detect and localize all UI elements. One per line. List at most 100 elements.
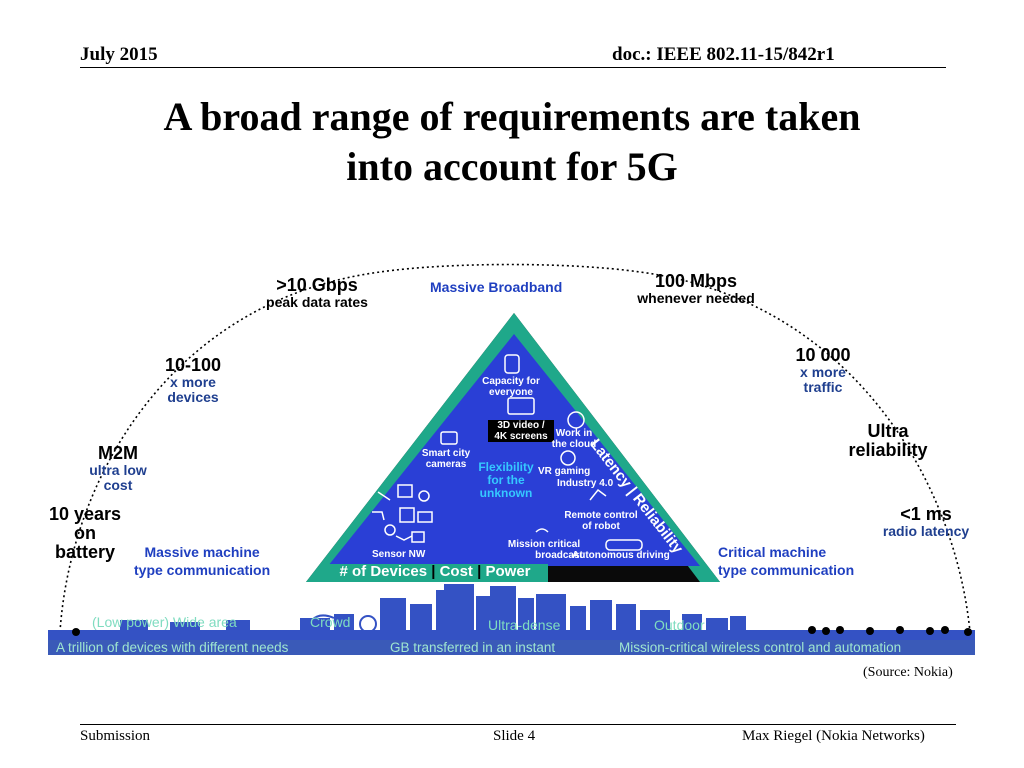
label-battery: 10 years on battery xyxy=(30,505,140,562)
label-more-devices: 10-100 x more devices xyxy=(148,356,238,405)
triangle-right-edge xyxy=(514,313,720,582)
inner-remote-control: Remote control of robot xyxy=(556,510,646,532)
label-traffic-value: 10 000 xyxy=(795,345,851,365)
airplane-icon xyxy=(395,535,413,541)
corner-massive-machine-line1: Massive machine xyxy=(144,544,260,560)
triangle-bottom-bar xyxy=(322,564,548,582)
inner-video-line1: 3D video / xyxy=(497,420,545,431)
inner-remote-line2: of robot xyxy=(582,521,620,532)
inner-work-line2: the cloud xyxy=(551,439,597,450)
label-traffic-desc-2: traffic xyxy=(803,379,843,395)
broadcast-icon xyxy=(535,528,549,533)
label-latency-desc: radio latency xyxy=(882,523,970,539)
label-m2m-desc-2: cost xyxy=(103,477,133,493)
triangle-left-edge xyxy=(306,313,514,582)
label-latency-value: <1 ms xyxy=(900,504,952,524)
inner-capacity-line1: Capacity for xyxy=(482,376,540,387)
label-m2m-desc-1: ultra low xyxy=(89,462,147,478)
inner-flex-line1: Flexibility xyxy=(478,460,534,474)
corner-massive-broadband: Massive Broadband xyxy=(430,279,563,295)
header-date: July 2015 xyxy=(80,44,158,65)
inner-smart-city: Smart city cameras xyxy=(414,448,478,470)
title-line-2: into account for 5G xyxy=(346,144,678,189)
corner-critical-machine-line1: Critical machine xyxy=(718,544,827,560)
triangle-icons xyxy=(372,354,643,551)
skyline-label-wide-area: (Low power) Wide area xyxy=(92,614,237,630)
label-mbps-value: 100 Mbps xyxy=(654,271,738,291)
inner-autonomous: Autonomous driving xyxy=(572,550,670,561)
inner-capacity-line2: everyone xyxy=(489,387,533,398)
bottom-power: Power xyxy=(485,563,531,580)
label-m2m: M2M ultra low cost xyxy=(72,444,164,493)
satellite-icon xyxy=(377,491,391,501)
footer-slide-number: Slide 4 xyxy=(493,728,536,744)
ferris-wheel-icon xyxy=(359,615,377,633)
inner-industry: Industry 4.0 xyxy=(557,478,614,489)
building-icon xyxy=(399,507,415,523)
truck-icon xyxy=(417,511,433,523)
skyline-buildings xyxy=(120,584,746,632)
label-devices-desc-2: devices xyxy=(167,389,219,405)
tag-icon xyxy=(372,511,385,521)
label-devices-value: 10-100 xyxy=(164,355,222,375)
inner-mission-line2: broadcast xyxy=(535,550,583,561)
clock-icon xyxy=(418,490,430,502)
skyline-label-outdoor: Outdoor xyxy=(654,617,705,633)
label-mbps-desc: whenever needed xyxy=(637,290,755,306)
camera-icon xyxy=(440,431,458,445)
inner-smart-line1: Smart city xyxy=(421,448,471,459)
label-latency: <1 ms radio latency xyxy=(872,505,980,539)
band-label-trillion: A trillion of devices with different nee… xyxy=(56,640,289,655)
label-reliability-line2: reliability xyxy=(848,440,928,460)
footer-submission: Submission xyxy=(80,728,151,744)
meter-icon xyxy=(411,531,425,543)
tablet-icon xyxy=(507,397,535,415)
label-m2m-value: M2M xyxy=(98,443,138,463)
inner-sensor-nw: Sensor NW xyxy=(372,549,426,560)
skyline-band xyxy=(48,640,975,655)
inner-vr-gaming: VR gaming xyxy=(538,466,591,477)
bottom-separator-2: | xyxy=(472,563,486,580)
inner-capacity: Capacity for everyone xyxy=(466,376,556,398)
inner-work-line1: Work in xyxy=(555,428,593,439)
phone-icon xyxy=(504,354,520,374)
label-reliability-line1: Ultra xyxy=(867,421,909,441)
corner-massive-machine: Massive machine type communication xyxy=(134,543,270,579)
label-ultra-reliability: Ultra reliability xyxy=(830,422,946,460)
footer-rule xyxy=(80,724,956,725)
label-100mbps: 100 Mbps whenever needed xyxy=(628,272,764,306)
inner-work-cloud: Work in the cloud xyxy=(544,428,604,450)
inner-video: 3D video / 4K screens xyxy=(488,420,554,442)
edge-label-devices-cost-power: # of Devices | Cost | Power xyxy=(322,563,548,580)
bottom-separator-1: | xyxy=(427,563,440,580)
gamepad-icon xyxy=(560,450,576,466)
skyline-label-ultra-dense: Ultra-dense xyxy=(488,617,561,633)
label-more-traffic: 10 000 x more traffic xyxy=(778,346,868,395)
requirements-arc xyxy=(59,263,971,633)
bottom-devices: # of Devices xyxy=(339,563,428,580)
source-note: (Source: Nokia) xyxy=(863,665,953,680)
label-battery-line1: 10 years xyxy=(48,504,122,524)
band-label-gb: GB transferred in an instant xyxy=(390,640,556,655)
title-line-1: A broad range of requirements are taken xyxy=(163,94,861,139)
inner-flexibility: Flexibility for the unknown xyxy=(466,461,546,500)
corner-massive-machine-line2: type communication xyxy=(134,562,271,578)
header-rule xyxy=(80,67,946,68)
label-peak-desc: peak data rates xyxy=(266,294,368,310)
label-battery-line2: on xyxy=(74,523,96,543)
inner-flex-line2: for the xyxy=(487,473,525,487)
robot-arm-icon xyxy=(589,488,607,501)
slide-title: A broad range of requirements are taken … xyxy=(60,92,964,192)
label-peak-value: >10 Gbps xyxy=(276,275,358,295)
inner-video-line2: 4K screens xyxy=(494,431,548,442)
lock-icon xyxy=(384,524,396,536)
inner-mission-line1: Mission critical xyxy=(507,539,581,550)
label-battery-line3: battery xyxy=(54,542,116,562)
cloud-icon xyxy=(567,411,585,429)
corner-critical-machine: Critical machine type communication xyxy=(718,543,854,579)
skyline-trees xyxy=(72,626,972,636)
car-icon xyxy=(605,539,643,551)
footer-author: Max Riegel (Nokia Networks) xyxy=(742,728,925,744)
bottom-cost: Cost xyxy=(439,563,473,580)
inner-smart-line2: cameras xyxy=(425,459,467,470)
